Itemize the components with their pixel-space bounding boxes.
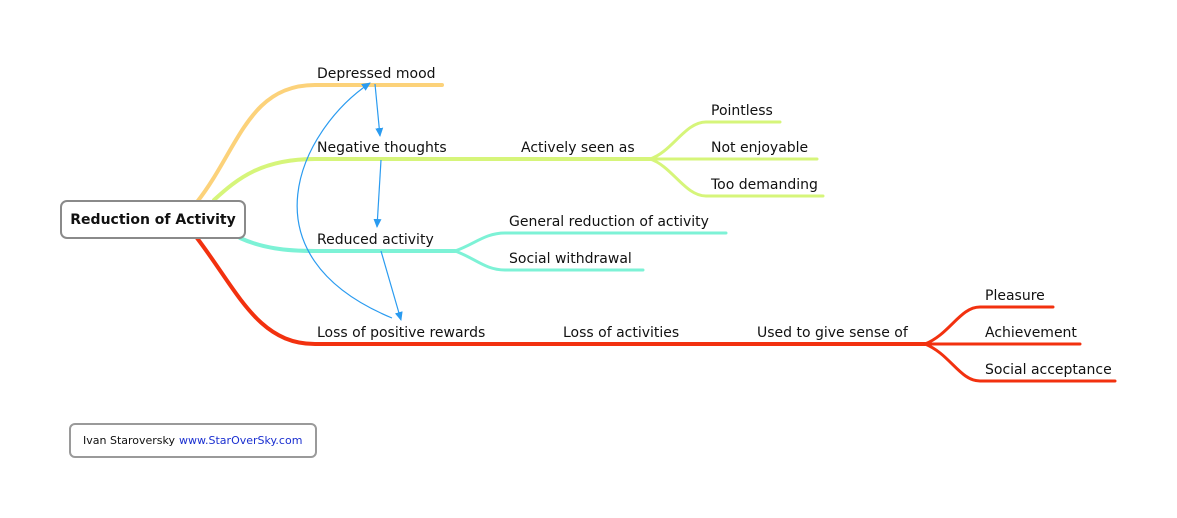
credit-box: Ivan Staroversky www.StarOverSky.com [69,423,317,458]
node-social-withdrawal[interactable]: Social withdrawal [509,251,632,267]
branch-reduced-activity: Reduced activity General reduction of ac… [238,214,728,272]
connector-to-social-acceptance [923,342,1117,383]
node-general-reduction-of-activity[interactable]: General reduction of activity [509,214,709,230]
root-node-box[interactable]: Reduction of Activity [60,200,246,239]
node-not-enjoyable[interactable]: Not enjoyable [711,140,808,156]
connector-root-to-reduced-activity [238,236,457,253]
connector-to-too-demanding [648,157,825,198]
arrow-loss-to-mood[interactable] [296,82,393,319]
connector-to-social-withdrawal [453,249,645,272]
node-loss-of-positive-rewards[interactable]: Loss of positive rewards [317,325,485,341]
node-pointless[interactable]: Pointless [711,103,773,119]
root-node-label: Reduction of Activity [70,211,236,228]
arrow-reduced-activity-to-loss[interactable] [380,250,403,321]
credit-link[interactable]: www.StarOverSky.com [179,434,303,447]
connector-to-pointless [648,120,782,161]
branch-negative-thoughts: Negative thoughts Actively seen as Point… [212,103,825,202]
node-social-acceptance[interactable]: Social acceptance [985,362,1112,378]
connector-to-general-reduction [453,231,728,253]
node-actively-seen-as[interactable]: Actively seen as [521,140,635,156]
connector-root-to-depressed-mood [195,83,444,204]
node-negative-thoughts[interactable]: Negative thoughts [317,140,447,156]
arrow-mood-to-thoughts[interactable] [374,83,384,137]
relationship-arrows [296,82,403,321]
arrow-thoughts-to-reduced-activity[interactable] [373,159,382,228]
connector-root-to-negative-thoughts [212,157,652,202]
node-too-demanding[interactable]: Too demanding [710,177,818,193]
node-used-to-give-sense-of[interactable]: Used to give sense of [757,325,909,341]
node-reduced-activity[interactable]: Reduced activity [317,232,434,248]
node-depressed-mood[interactable]: Depressed mood [317,66,436,82]
credit-author: Ivan Staroversky [83,434,176,447]
node-pleasure[interactable]: Pleasure [985,288,1045,304]
branch-loss-of-positive-rewards: Loss of positive rewards Loss of activit… [195,236,1117,383]
connector-to-pleasure [923,305,1055,346]
branch-depressed-mood: Depressed mood [195,66,444,204]
node-loss-of-activities[interactable]: Loss of activities [563,325,679,341]
connector-root-to-loss-of-rewards [195,236,927,346]
node-achievement[interactable]: Achievement [985,325,1077,341]
